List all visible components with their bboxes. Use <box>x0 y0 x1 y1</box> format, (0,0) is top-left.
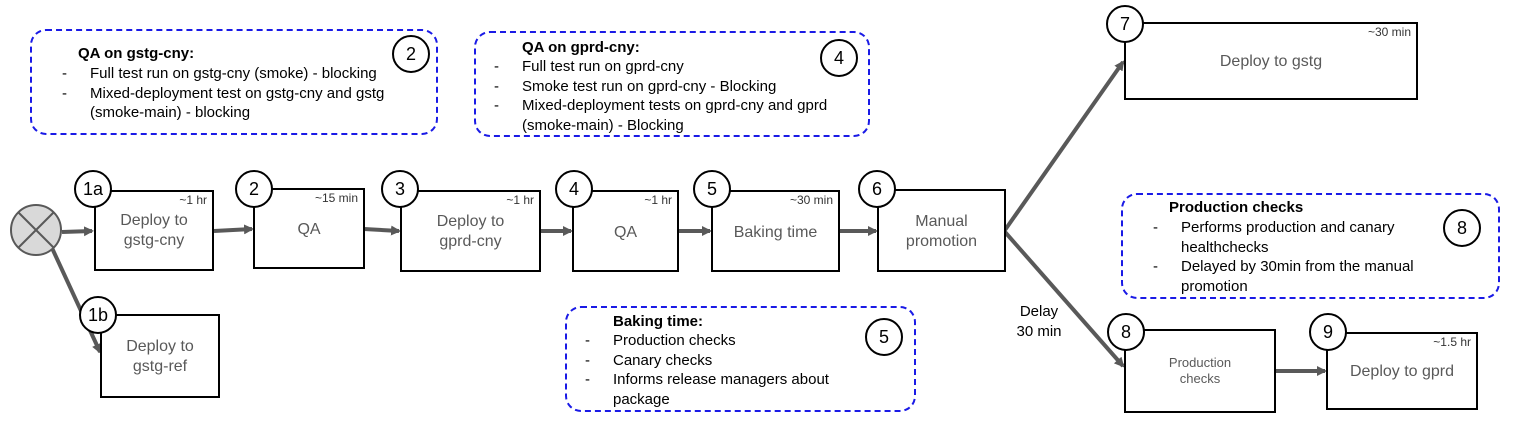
step-label: Manual promotion <box>905 213 978 250</box>
list-item: -Full test run on gprd-cny <box>494 58 684 75</box>
step-label: Production checks <box>1168 355 1232 386</box>
note-list: -Production checks -Canary checks -Infor… <box>585 331 863 409</box>
arrow-6-to-7 <box>1003 60 1125 232</box>
note-list: -Full test run on gstg-cny (smoke) - blo… <box>62 64 410 123</box>
arrow-1a-to-2 <box>213 224 254 235</box>
step-number-badge-6: 6 <box>858 170 896 208</box>
delay-label: Delay 30 min <box>1016 303 1062 340</box>
step-label: Deploy to gprd <box>1349 363 1455 380</box>
arrow-start-to-1a <box>61 226 94 237</box>
note-number-badge: 4 <box>820 39 858 77</box>
step-2-qa: ~15 min QA <box>253 188 365 269</box>
list-item: -Smoke test run on gprd-cny - Blocking <box>494 77 777 95</box>
list-item: -Informs release managers about package <box>585 371 829 408</box>
duration-label: ~30 min <box>1367 25 1411 39</box>
duration-label: ~1 hr <box>644 193 672 207</box>
duration-label: ~15 min <box>314 191 358 205</box>
list-item: -Mixed-deployment tests on gprd-cny and … <box>494 97 828 134</box>
arrow-start-to-1b <box>50 247 102 354</box>
note-title: QA on gstg-cny: <box>78 45 195 62</box>
step-label: QA <box>613 224 638 241</box>
step-number-badge-3: 3 <box>381 170 419 208</box>
step-8-production-checks: Production checks <box>1124 329 1276 413</box>
arrow-2-to-3 <box>363 225 401 236</box>
step-label: Deploy to gstg-cny <box>120 212 188 249</box>
step-label: Deploy to gprd-cny <box>436 213 505 250</box>
note-production-checks: Production checks -Performs production a… <box>1121 193 1500 299</box>
step-number-badge-9: 9 <box>1309 313 1347 351</box>
step-1b-deploy-gstg-ref: Deploy to gstg-ref <box>100 314 220 398</box>
list-item: -Canary checks <box>585 351 713 369</box>
list-item: -Performs production and canary healthch… <box>1153 219 1395 256</box>
duration-label: ~1.5 hr <box>1433 335 1471 349</box>
step-number-badge-1a: 1a <box>74 170 112 208</box>
list-item: -Production checks <box>585 332 736 349</box>
step-label: Deploy to gstg-ref <box>126 338 194 375</box>
duration-label: ~30 min <box>789 193 833 207</box>
duration-label: ~1 hr <box>179 193 207 207</box>
list-item: -Delayed by 30min from the manual promot… <box>1153 258 1414 295</box>
list-item: -Full test run on gstg-cny (smoke) - blo… <box>62 65 377 82</box>
step-label: QA <box>297 221 321 238</box>
step-label: Baking time <box>733 224 818 241</box>
step-7-deploy-gstg: ~30 min Deploy to gstg <box>1124 22 1418 100</box>
note-qa-gstg: QA on gstg-cny: -Full test run on gstg-c… <box>30 29 438 135</box>
note-number-badge: 5 <box>865 318 903 356</box>
note-list: -Full test run on gprd-cny -Smoke test r… <box>494 57 852 135</box>
list-item: -Mixed-deployment test on gstg-cny and g… <box>62 84 385 122</box>
step-6-manual-promotion: Manual promotion <box>877 189 1006 272</box>
arrow-6-to-8 <box>1003 230 1125 368</box>
step-5-baking-time: ~30 min Baking time <box>711 190 840 272</box>
step-3-deploy-gprd-cny: ~1 hr Deploy to gprd-cny <box>400 190 541 272</box>
step-label: Deploy to gstg <box>1219 53 1323 70</box>
step-number-badge-1b: 1b <box>79 296 117 334</box>
step-number-badge-2: 2 <box>235 170 273 208</box>
note-title: Production checks <box>1169 199 1304 216</box>
note-list: -Performs production and canary healthch… <box>1153 218 1439 296</box>
step-number-badge-8: 8 <box>1107 313 1145 351</box>
step-1a-deploy-gstg-cny: ~1 hr Deploy to gstg-cny <box>94 190 214 271</box>
note-baking-time: Baking time: -Production checks -Canary … <box>565 306 916 412</box>
step-9-deploy-gprd: ~1.5 hr Deploy to gprd <box>1326 332 1478 410</box>
note-qa-gprd: QA on gprd-cny: -Full test run on gprd-c… <box>474 31 870 137</box>
step-number-badge-5: 5 <box>693 170 731 208</box>
duration-label: ~1 hr <box>506 193 534 207</box>
note-title: Baking time: <box>613 313 704 330</box>
start-node <box>10 204 62 256</box>
step-number-badge-7: 7 <box>1106 5 1144 43</box>
note-number-badge: 2 <box>392 35 430 73</box>
step-number-badge-4: 4 <box>555 170 593 208</box>
step-4-qa: ~1 hr QA <box>572 190 679 272</box>
note-title: QA on gprd-cny: <box>522 39 640 56</box>
note-number-badge: 8 <box>1443 209 1481 247</box>
